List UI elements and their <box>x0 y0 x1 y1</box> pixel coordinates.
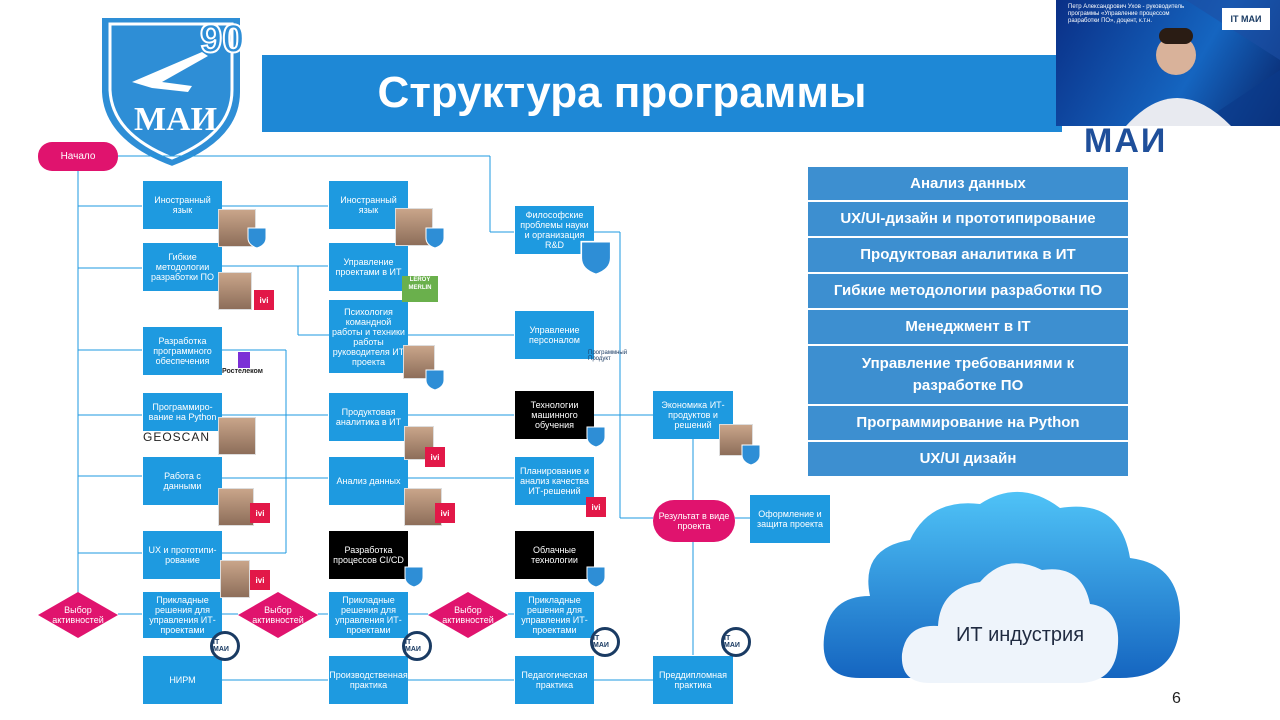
box-industrial-practice: Производственная практика <box>329 656 408 704</box>
box-foreign-language-1: Иностранный язык <box>143 181 222 229</box>
topic-item: Управление требованиями к разработке ПО <box>808 346 1128 406</box>
choice-diamond-1: Выбор активностей <box>38 592 118 638</box>
flow-connectors <box>77 155 750 681</box>
teacher-photo <box>220 560 250 598</box>
mai-shield-icon <box>580 240 612 276</box>
topic-item: UX/UI дизайн <box>808 442 1128 478</box>
box-applied-solutions-3: Прикладные решения для управления ИТ-про… <box>515 592 594 638</box>
box-agile-methodologies: Гибкие методологии разработки ПО <box>143 243 222 291</box>
box-pedagogical-practice: Педагогическая практика <box>515 656 594 704</box>
cloud-icon <box>823 491 1180 683</box>
box-hr-management: Управление персоналом <box>515 311 594 359</box>
topic-item: Менеджмент в IT <box>808 310 1128 346</box>
teacher-photo <box>218 272 252 310</box>
teacher-photo <box>218 417 256 455</box>
mai-shield-icon <box>586 426 606 448</box>
topic-item: Программирование на Python <box>808 406 1128 442</box>
svg-text:МАИ: МАИ <box>134 101 217 138</box>
speaker-caption: Петр Александрович Ухов - руководитель п… <box>1068 4 1185 24</box>
box-working-with-data: Работа с данными <box>143 457 222 505</box>
choice-diamond-2: Выбор активностей <box>238 592 318 638</box>
it-mai-logo: IT МАИ <box>721 627 751 657</box>
choice-label: Выбор активностей <box>252 605 304 625</box>
mai-shield-icon <box>247 227 267 249</box>
topic-item: Анализ данных <box>808 167 1128 202</box>
box-nirm: НИРМ <box>143 656 222 704</box>
box-ux-prototyping: UX и прототипи-рование <box>143 531 222 579</box>
choice-diamond-3: Выбор активностей <box>428 592 508 638</box>
box-foreign-language-2: Иностранный язык <box>329 181 408 229</box>
box-python-programming: Программиро-вание на Python <box>143 393 222 431</box>
ivi-logo: ivi <box>586 497 606 517</box>
box-cloud-tech: Облачные технологии <box>515 531 594 579</box>
ivi-logo: ivi <box>425 447 445 467</box>
box-software-development: Разработка программного обеспечения <box>143 327 222 375</box>
ivi-logo: ivi <box>250 570 270 590</box>
program-product-logo: Программный Продукт <box>588 350 628 362</box>
box-it-project-management: Управление проектами в ИТ <box>329 243 408 291</box>
mai-90-logo: МАИ 90 <box>98 14 246 170</box>
choice-label: Выбор активностей <box>52 605 104 625</box>
it-mai-logo: IT МАИ <box>210 631 240 661</box>
page-number: 6 <box>1172 690 1181 707</box>
rostelecom-logo: Ростелеком <box>222 352 272 375</box>
it-mai-logo: IT МАИ <box>590 627 620 657</box>
geoscan-logo: GEOSCAN <box>143 430 211 444</box>
it-mai-badge: IT МАИ <box>1222 8 1270 30</box>
slide-title: Структура программы <box>377 68 867 117</box>
topic-item: UX/UI-дизайн и прототипирование <box>808 202 1128 238</box>
ivi-logo: ivi <box>250 503 270 523</box>
mai-shield-icon <box>425 227 445 249</box>
title-banner <box>262 55 1062 132</box>
result-project: Результат в виде проекта <box>653 500 735 542</box>
box-machine-learning: Технологии машинного обучения <box>515 391 594 439</box>
choice-label: Выбор активностей <box>442 605 494 625</box>
box-product-analytics: Продуктовая аналитика в ИТ <box>329 393 408 441</box>
mai-shield-icon <box>425 369 445 391</box>
mai-shield-icon <box>404 566 424 588</box>
svg-text:90: 90 <box>200 17 245 61</box>
mai-shield-icon <box>586 566 606 588</box>
mai-shield-icon <box>741 444 761 466</box>
mai-brand: МАИ <box>1084 122 1168 160</box>
teacher-photo <box>218 488 254 526</box>
leroy-merlin-logo: LEROY MERLIN <box>402 276 438 302</box>
box-predegree-practice: Преддипломная практика <box>653 656 733 704</box>
box-project-defense: Оформление и защита проекта <box>750 495 830 543</box>
ivi-logo: ivi <box>435 503 455 523</box>
flow-start: Начало <box>38 142 118 171</box>
box-applied-solutions-2: Прикладные решения для управления ИТ-про… <box>329 592 408 638</box>
it-mai-logo: IT МАИ <box>402 631 432 661</box>
box-quality-planning: Планирование и анализ качества ИТ-решени… <box>515 457 594 505</box>
box-applied-solutions-1: Прикладные решения для управления ИТ-про… <box>143 592 222 638</box>
topic-item: Гибкие методологии разработки ПО <box>808 274 1128 310</box>
topic-item: Продуктовая аналитика в ИТ <box>808 238 1128 274</box>
ivi-logo: ivi <box>254 290 274 310</box>
box-team-psychology: Психология командной работы и техники ра… <box>329 300 408 373</box>
cloud-label: ИТ индустрия <box>955 624 1085 646</box>
box-data-analysis: Анализ данных <box>329 457 408 505</box>
box-cicd: Разработка процессов CI/CD <box>329 531 408 579</box>
